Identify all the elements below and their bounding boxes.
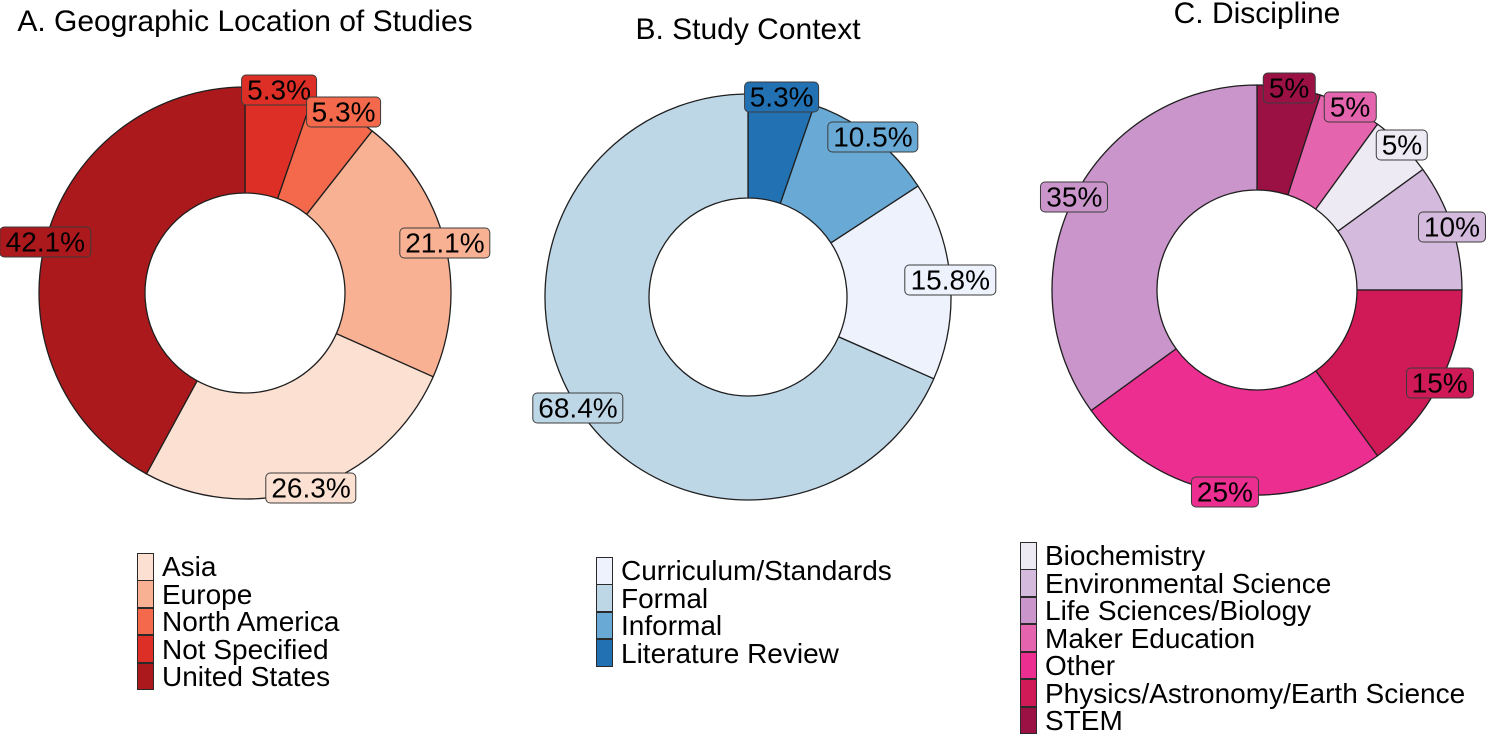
chart-title-a: A. Geographic Location of Studies (17, 5, 473, 38)
legend-label-united-states: United States (162, 661, 331, 693)
legend-label-asia: Asia (162, 551, 217, 583)
legend-item-physics-astronomy-earth-science: Physics/Astronomy/Earth Science (1020, 677, 1466, 709)
legend-label-biochemistry: Biochemistry (1045, 540, 1206, 572)
pct-label-b-formal: 68.4% (532, 392, 624, 424)
legend-swatch-stem (1020, 706, 1037, 734)
pct-label-c-biochemistry: 5% (1375, 129, 1429, 161)
pct-label-c-environmental-science: 10% (1417, 211, 1486, 243)
slice-a-asia (145, 333, 434, 500)
legend-swatch-maker-education (1020, 624, 1037, 652)
legend-item-biochemistry: Biochemistry (1020, 542, 1465, 570)
slice-c-other (1090, 348, 1379, 496)
legend-label-formal: Formal (621, 582, 709, 614)
legend-label-stem: STEM (1045, 705, 1123, 737)
legend-item-literature-review: Literature Review (596, 637, 892, 669)
legend-swatch-europe (137, 580, 154, 608)
pct-label-c-stem: 5% (1262, 72, 1316, 104)
pct-label-c-physics-astronomy-earth-science: 15% (1405, 367, 1474, 399)
pct-label-c-other: 25% (1190, 476, 1259, 508)
pct-label-c-maker-education: 5% (1323, 91, 1377, 123)
legend-swatch-literature-review (596, 639, 613, 667)
legend-label-other: Other (1045, 650, 1116, 682)
legend-label-life-sciences-biology: Life Sciences/Biology (1045, 595, 1312, 627)
slice-c-life-sciences-biology (1051, 84, 1258, 412)
legend-item-life-sciences-biology: Life Sciences/Biology (1020, 595, 1465, 627)
pct-label-b-informal: 10.5% (827, 121, 919, 153)
legend-swatch-biochemistry (1020, 542, 1037, 570)
legend-item-stem: STEM (1020, 705, 1465, 737)
legend-swatch-physics-astronomy-earth-science (1020, 679, 1037, 707)
legend-swatch-informal (596, 611, 613, 639)
legend-label-not-specified: Not Specified (162, 633, 329, 665)
chart-title-c: C. Discipline (1173, 0, 1341, 30)
pct-label-a-not-specified: 5.3% (241, 74, 318, 106)
legend-swatch-north-america (137, 607, 154, 635)
pct-label-a-europe: 21.1% (399, 227, 491, 259)
pct-label-a-asia: 26.3% (265, 472, 357, 504)
legend-item-informal: Informal (596, 610, 892, 642)
legend-swatch-not-specified (137, 635, 154, 663)
legend-label-informal: Informal (621, 610, 723, 642)
pct-label-b-curriculum-standards: 15.8% (904, 264, 997, 296)
slice-a-europe (306, 130, 452, 378)
pct-label-b-literature-review: 5.3% (743, 81, 820, 113)
legend-label-literature-review: Literature Review (621, 637, 839, 669)
pct-label-c-life-sciences-biology: 35% (1040, 181, 1109, 213)
slice-a-united-states (38, 86, 246, 475)
chart-title-b: B. Study Context (635, 13, 861, 46)
legend-label-curriculum-standards: Curriculum/Standards (621, 555, 892, 587)
legend-item-europe: Europe (137, 578, 339, 610)
slice-b-formal (544, 93, 935, 501)
legend-swatch-formal (596, 584, 613, 612)
legend-swatch-curriculum-standards (596, 557, 613, 585)
legend-swatch-life-sciences-biology (1020, 596, 1037, 624)
legend-item-not-specified: Not Specified (137, 633, 339, 665)
legend-swatch-united-states (137, 662, 154, 690)
legend-swatch-asia (137, 553, 154, 581)
legend-item-asia: Asia (137, 553, 339, 581)
pct-label-a-united-states: 42.1% (0, 226, 92, 258)
legend-item-united-states: United States (137, 661, 339, 693)
legend-label-environmental-science: Environmental Science (1045, 567, 1332, 599)
legend-item-environmental-science: Environmental Science (1020, 567, 1465, 599)
legend-label-maker-education: Maker Education (1045, 622, 1256, 654)
legend-item-curriculum-standards: Curriculum/Standards (596, 557, 892, 585)
legend-item-other: Other (1020, 650, 1465, 682)
legend-item-maker-education: Maker Education (1020, 622, 1465, 654)
legend-item-formal: Formal (596, 582, 892, 614)
legend-label-physics-astronomy-earth-science: Physics/Astronomy/Earth Science (1045, 677, 1466, 709)
slice-c-physics-astronomy-earth-science (1315, 289, 1463, 457)
pct-label-a-north-america: 5.3% (305, 96, 382, 128)
slice-b-curriculum-standards (830, 185, 952, 380)
legend-item-north-america: North America (137, 606, 340, 638)
legend-label-europe: Europe (162, 578, 253, 610)
legend-label-north-america: North America (162, 606, 340, 638)
legend-swatch-environmental-science (1020, 569, 1037, 597)
legend-swatch-other (1020, 651, 1037, 679)
